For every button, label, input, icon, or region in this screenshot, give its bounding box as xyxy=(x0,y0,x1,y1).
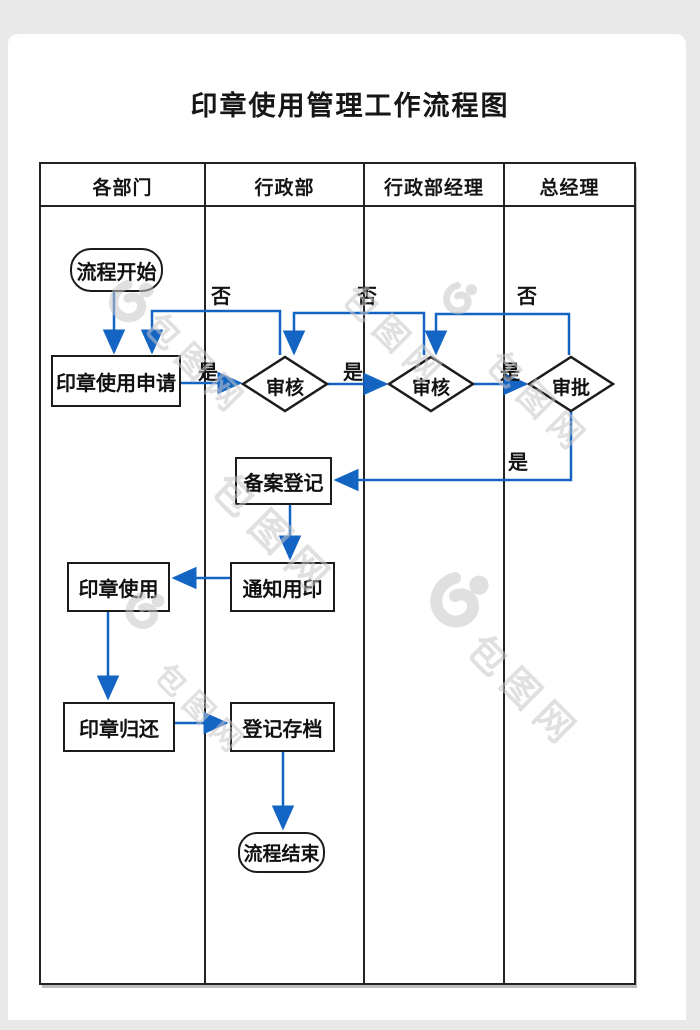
swimlane-table: 各部门 行政部 行政部经理 总经理 xyxy=(39,162,636,985)
lane-header-departments: 各部门 xyxy=(92,178,153,199)
flow-node-notify: 通知用印 xyxy=(230,562,335,612)
flow-node-return: 印章归还 xyxy=(63,702,175,752)
flow-node-apply: 印章使用申请 xyxy=(51,355,181,407)
decision-review1-shape xyxy=(240,355,330,413)
edge-review2-review1-no xyxy=(282,311,426,356)
lane-divider xyxy=(503,164,505,983)
lane-header-admin-dept: 行政部 xyxy=(254,178,315,199)
document-page xyxy=(8,34,686,1020)
flow-node-end: 流程结束 xyxy=(238,832,325,873)
edge-label-no-review2: 否 xyxy=(357,286,377,308)
flow-node-record: 备案登记 xyxy=(235,457,332,505)
flow-node-approve-label: 审批 xyxy=(551,378,590,399)
decision-approve-shape xyxy=(526,355,616,413)
edge-review1-apply-no xyxy=(140,309,282,355)
flow-node-archive: 登记存档 xyxy=(230,702,335,752)
page-title: 印章使用管理工作流程图 xyxy=(190,91,510,121)
edge-label-yes-review2: 是 xyxy=(500,362,520,384)
edge-label-yes-apply: 是 xyxy=(198,362,218,384)
edge-label-yes-approve: 是 xyxy=(508,452,528,474)
lane-divider xyxy=(363,164,365,983)
lane-header-admin-manager: 行政部经理 xyxy=(383,178,484,199)
lane-header-general-manager: 总经理 xyxy=(539,178,600,199)
edge-approve-record-yes xyxy=(333,411,573,492)
flow-node-use: 印章使用 xyxy=(67,562,170,612)
edge-label-yes-review1: 是 xyxy=(343,362,363,384)
edge-label-no-review1: 否 xyxy=(211,286,231,308)
lane-divider xyxy=(204,164,206,983)
header-rule xyxy=(41,205,634,207)
flow-node-review2-label: 审核 xyxy=(411,378,450,399)
flow-node-start: 流程开始 xyxy=(70,248,163,292)
flow-node-review1-label: 审核 xyxy=(265,378,304,399)
edge-approve-review2-no xyxy=(424,312,571,356)
edge-label-no-approve: 否 xyxy=(517,286,537,308)
decision-review2-shape xyxy=(386,355,476,413)
